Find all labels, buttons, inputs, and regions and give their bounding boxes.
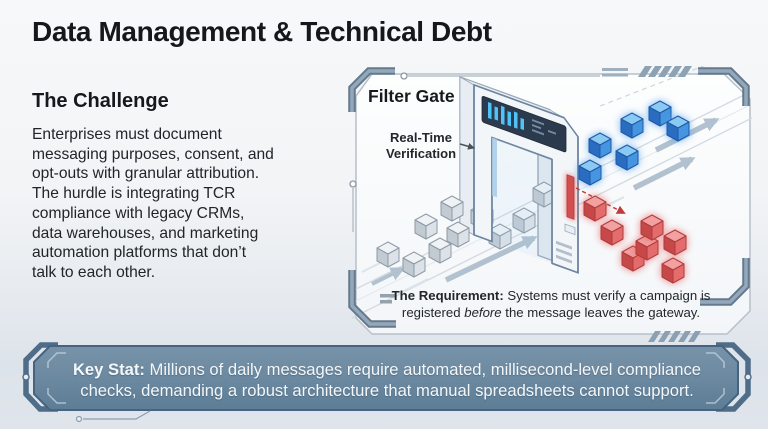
hazard-stripes-icon: [648, 331, 701, 342]
challenge-heading: The Challenge: [32, 90, 169, 112]
body-line: automation platforms that don’t: [32, 244, 247, 262]
node-right: [744, 373, 752, 381]
slide-title: Data Management & Technical Debt: [32, 16, 492, 47]
gray-cube: [441, 196, 463, 221]
rt-line2: Verification: [385, 146, 457, 161]
banner-circuit: [75, 410, 151, 423]
hazard-stripes-icon: [602, 66, 692, 77]
banner-inner-brackets: [47, 352, 725, 404]
red-cube: [662, 258, 684, 283]
gray-cube: [377, 242, 399, 267]
requirement-line2-pre: registered: [401, 304, 465, 320]
keystat-line2: checks, demanding a robust architecture …: [80, 381, 694, 400]
requirement-caption: The Requirement: Systems must verify a c…: [378, 288, 724, 322]
scanner-accent: [492, 137, 497, 198]
red-cube: [601, 220, 623, 245]
gray-cube: [415, 214, 437, 239]
reject-indicator: [566, 174, 575, 220]
incoming-flow-arrows: [371, 235, 538, 286]
blue-cube: [616, 145, 638, 170]
blue-cube: [621, 113, 643, 138]
display-bars: [488, 102, 524, 131]
label-pointer-arrow: [459, 142, 475, 150]
flow-arrow: [371, 267, 406, 286]
diagram-panel: Filter Gate Real-Time Verification The R…: [348, 66, 758, 344]
reject-arrow: [575, 187, 626, 214]
flow-arrow: [444, 235, 538, 283]
circuit-line-top: [400, 72, 600, 80]
gray-cube: [447, 222, 469, 247]
keystat-line1-rest: Millions of daily messages require autom…: [144, 360, 702, 379]
requirement-line1: Systems must verify a campaign is: [503, 288, 711, 303]
gate-vents: [556, 240, 572, 264]
body-line: Enterprises must document: [32, 126, 222, 143]
body-line: messaging purposes, consent, and: [32, 145, 274, 163]
scan-field: [492, 137, 552, 264]
display-readout: [532, 119, 556, 136]
gate-front: [473, 83, 579, 274]
requirement-line2-post: the message leaves the gateway.: [501, 304, 701, 320]
blue-cube: [589, 133, 611, 158]
body-line: compliance with legacy CRMs,: [32, 204, 245, 222]
body-line: opt-outs with granular attribution.: [32, 165, 260, 183]
gate-button: [564, 223, 576, 236]
rt-line1: Real-Time: [390, 130, 452, 145]
keystat-banner: Key Stat: Millions of daily messages req…: [20, 342, 754, 426]
circuit-line-left: [349, 180, 357, 232]
red-cube: [584, 196, 606, 221]
realtime-verification-label: Real-Time Verification: [384, 130, 458, 162]
requirement-icon: [380, 294, 396, 304]
filter-gate-label: Filter Gate: [368, 86, 455, 106]
body-line: data warehouses, and marketing: [32, 224, 259, 242]
keystat-frame: [22, 342, 752, 423]
banner-box: [33, 345, 739, 411]
challenge-body: Enterprises must document messaging purp…: [32, 125, 344, 283]
requirement-emphasis: before: [464, 304, 502, 320]
keystat-label: Key Stat:: [72, 360, 145, 379]
diagram-illustration: [348, 66, 753, 335]
corner-brackets: [348, 67, 750, 328]
body-line: talk to each other.: [32, 263, 156, 281]
gray-cube: [403, 252, 425, 277]
red-cube: [641, 215, 663, 240]
blue-cube: [667, 116, 689, 141]
red-cube: [664, 230, 686, 255]
keystat-text: Key Stat: Millions of daily messages req…: [50, 342, 724, 418]
challenge-section: The Challenge Enterprises must document …: [32, 90, 344, 283]
blue-cube: [579, 160, 601, 185]
node-left: [22, 373, 30, 381]
flow-arrow: [632, 156, 696, 191]
requirement-label: The Requirement:: [391, 288, 504, 303]
keystat-line1: Key Stat: Millions of daily messages req…: [50, 359, 724, 380]
body-line: The hurdle is integrating TCR: [32, 185, 236, 203]
